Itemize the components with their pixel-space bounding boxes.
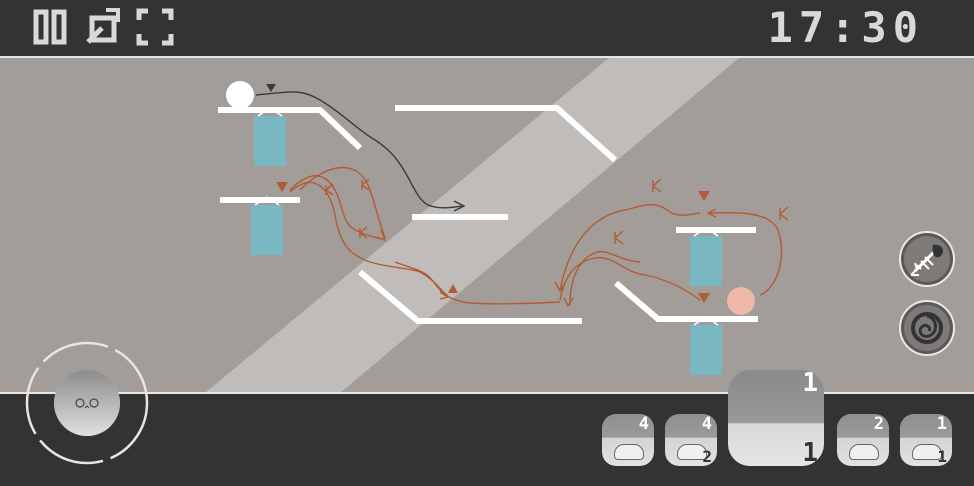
level-scene — [205, 57, 789, 393]
clock-display: 17:30 — [767, 3, 924, 52]
character-face-icon — [614, 444, 644, 460]
banners — [251, 116, 722, 375]
character-face-icon — [912, 444, 942, 460]
orange-paths — [289, 166, 783, 308]
down-marker-icon — [698, 191, 710, 201]
virtual-joystick[interactable] — [24, 340, 150, 466]
character-count: 4 — [701, 414, 712, 434]
peach-ball — [727, 287, 755, 315]
banner — [690, 325, 722, 375]
character-card[interactable]: 4 2 — [665, 414, 717, 466]
character-count: 4 — [638, 414, 649, 434]
platform-right-lower — [614, 280, 758, 322]
character-count: 2 — [873, 414, 884, 434]
joystick-eye — [89, 398, 99, 408]
platforms — [218, 105, 758, 324]
jump-glyph-icon — [652, 178, 662, 193]
banner — [251, 205, 283, 255]
pause-button[interactable] — [32, 8, 70, 46]
swirl-icon — [911, 312, 943, 344]
fish-bone-icon — [910, 244, 943, 276]
character-sub-count: 1 — [802, 438, 818, 466]
top-edge-line — [0, 56, 974, 58]
jump-glyph-icon — [361, 178, 370, 191]
jump-glyph-icon — [359, 226, 368, 239]
character-count: 1 — [936, 414, 947, 434]
jump-glyph-icon — [614, 230, 624, 245]
character-face-icon — [677, 444, 707, 460]
selected-character-card[interactable]: 1 1 — [728, 370, 824, 466]
fullscreen-icon — [136, 8, 174, 46]
down-marker-icon — [266, 84, 276, 92]
playfield — [0, 57, 974, 393]
character-sub-count: 2 — [702, 447, 712, 466]
character-sub-count: 1 — [937, 447, 947, 466]
bottom-edge-line — [0, 392, 974, 394]
banner — [690, 236, 722, 286]
dark-path — [255, 91, 466, 212]
restart-icon — [86, 8, 120, 44]
fullscreen-button[interactable] — [136, 8, 174, 46]
jump-glyphs — [325, 178, 789, 245]
top-hud: 17:30 — [0, 0, 974, 57]
orange-markers — [276, 182, 710, 303]
banner-hooks — [254, 107, 719, 326]
platform-bottom-center — [358, 269, 582, 324]
restart-button[interactable] — [84, 8, 122, 46]
character-face-icon — [849, 444, 879, 460]
jump-glyph-icon — [779, 206, 789, 221]
up-marker-icon — [448, 284, 458, 293]
joystick-ring — [25, 341, 149, 465]
character-card[interactable]: 1 1 — [900, 414, 952, 466]
jump-glyph-icon — [325, 183, 334, 196]
character-card[interactable]: 2 — [837, 414, 889, 466]
down-marker-icon — [276, 182, 288, 192]
swirl-skill-button[interactable] — [899, 300, 955, 356]
pause-icon — [33, 9, 67, 45]
fish-skill-button[interactable] — [899, 231, 955, 287]
light-beam — [205, 57, 740, 393]
down-marker-icon — [698, 293, 710, 303]
joystick-eye — [75, 398, 85, 408]
platform-top-middle — [395, 105, 618, 163]
character-count: 1 — [802, 370, 818, 398]
character-card[interactable]: 4 — [602, 414, 654, 466]
white-ball — [226, 81, 254, 109]
banner — [254, 116, 286, 166]
platform-top-left — [218, 107, 363, 151]
